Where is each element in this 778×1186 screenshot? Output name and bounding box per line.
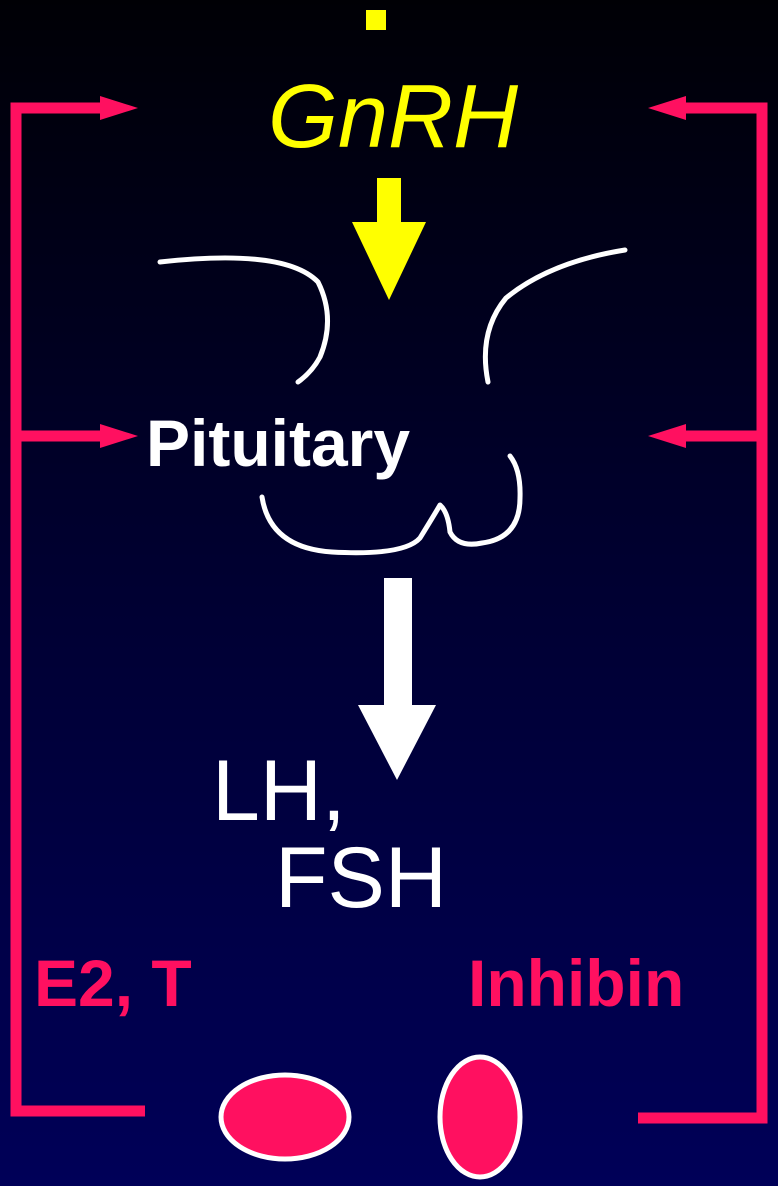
fsh-label: FSH [275, 835, 447, 921]
right-middle-arrowhead-icon [648, 424, 686, 448]
hypothalamus-stub [366, 10, 386, 30]
lh-label: LH, [212, 748, 346, 834]
pituitary-arrow-icon [358, 578, 436, 780]
gnrh-label: GnRH [268, 72, 518, 162]
pituitary-label: Pituitary [146, 410, 410, 476]
gonad-right-icon [440, 1057, 520, 1177]
gnrh-arrow-icon [352, 178, 426, 300]
right-top-arrowhead-icon [648, 96, 686, 120]
left-middle-arrowhead-icon [100, 424, 138, 448]
pituitary-outline [160, 250, 625, 553]
left-top-arrowhead-icon [100, 96, 138, 120]
inhibin-label: Inhibin [468, 950, 684, 1016]
e2-t-label: E2, T [34, 950, 192, 1016]
gonad-left-icon [221, 1075, 349, 1159]
